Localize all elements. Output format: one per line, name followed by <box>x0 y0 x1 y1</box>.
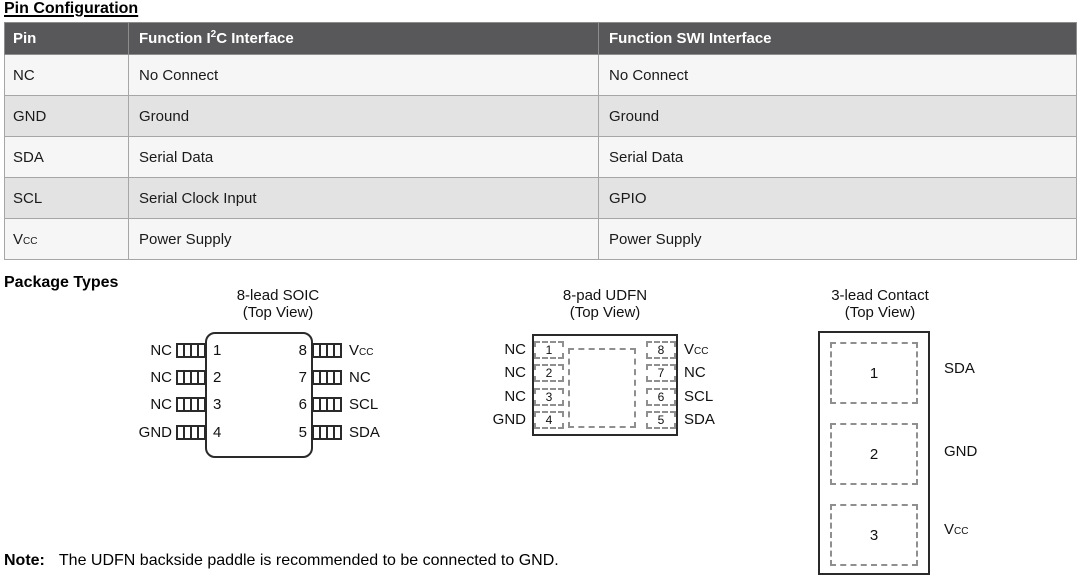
col-header-pin: Pin <box>4 22 129 55</box>
soic-pin-lead-icon <box>176 397 206 412</box>
contact-pin-label: SDA <box>944 360 975 377</box>
cell-swi-function: Serial Data <box>598 136 1077 178</box>
cell-swi-function: Power Supply <box>598 218 1077 260</box>
udfn-pad: 6 <box>646 388 676 406</box>
udfn-pad: 8 <box>646 341 676 359</box>
udfn-package-diagram: 8-pad UDFN (Top View) NC NC NC GND 1 2 3… <box>480 287 730 457</box>
soic-package-body <box>205 332 313 458</box>
cell-pin: GND <box>4 95 129 137</box>
note-label: Note: <box>4 552 45 569</box>
footnote: Note: The UDFN backside paddle is recomme… <box>4 552 559 570</box>
udfn-pin-label: SCL <box>684 388 714 405</box>
col-header-i2c-interface: Function I2C Interface <box>128 22 599 55</box>
cell-swi-function: No Connect <box>598 54 1077 96</box>
soic-pin-label: SCL <box>349 396 379 413</box>
cell-swi-function: Ground <box>598 95 1077 137</box>
soic-pin-lead-icon <box>176 370 206 385</box>
i2c-header-text: Function I <box>139 30 211 47</box>
udfn-pad: 3 <box>534 388 564 406</box>
soic-pin-label: NC <box>150 396 172 413</box>
i2c-header-text-suffix: C Interface <box>216 30 294 47</box>
soic-pin-lead-icon <box>312 343 342 358</box>
udfn-pad: 7 <box>646 364 676 382</box>
cell-i2c-function: Power Supply <box>128 218 599 260</box>
i2c-superscript: 2 <box>210 29 217 40</box>
udfn-pad: 1 <box>534 341 564 359</box>
cell-pin: VCC <box>4 218 129 260</box>
soic-pin-lead-icon <box>176 425 206 440</box>
soic-pin-number: 7 <box>298 369 307 386</box>
cell-i2c-function: Serial Clock Input <box>128 177 599 219</box>
soic-pin-number: 8 <box>298 342 307 359</box>
pin-configuration-table: Pin Function I2C Interface Function SWI … <box>4 22 1077 260</box>
table-header-row: Pin Function I2C Interface Function SWI … <box>4 22 1077 55</box>
udfn-pad: 4 <box>534 411 564 429</box>
contact-package-diagram: 3-lead Contact (Top View) 1 2 3 SDA GND … <box>758 287 1002 584</box>
note-text: The UDFN backside paddle is recommended … <box>58 552 559 569</box>
soic-pin-label: SDA <box>349 424 380 441</box>
contact-pad: 2 <box>830 423 918 485</box>
contact-pin-label: GND <box>944 443 978 460</box>
udfn-pin-label: GND <box>492 411 526 428</box>
udfn-pad: 5 <box>646 411 676 429</box>
contact-title: 3-lead Contact <box>831 287 929 304</box>
soic-pin-label: NC <box>349 369 371 386</box>
udfn-subtitle: (Top View) <box>569 304 641 321</box>
udfn-title: 8-pad UDFN <box>562 287 648 304</box>
cell-i2c-function: No Connect <box>128 54 599 96</box>
udfn-backside-paddle <box>568 348 636 428</box>
soic-pin-label: NC <box>150 369 172 386</box>
soic-title: 8-lead SOIC <box>236 287 320 304</box>
soic-pin-number: 5 <box>298 424 307 441</box>
soic-pin-lead-icon <box>312 370 342 385</box>
udfn-pin-label: NC <box>684 364 706 381</box>
table-row: SCL Serial Clock Input GPIO <box>4 177 1077 219</box>
contact-pin-label: VCC <box>944 521 969 538</box>
contact-pad: 1 <box>830 342 918 404</box>
table-row: GND Ground Ground <box>4 95 1077 137</box>
soic-pin-lead-icon <box>312 425 342 440</box>
soic-pin-lead-icon <box>176 343 206 358</box>
contact-subtitle: (Top View) <box>844 304 916 321</box>
udfn-pin-label: NC <box>504 364 526 381</box>
contact-pad: 3 <box>830 504 918 566</box>
pin-configuration-heading: Pin Configuration <box>4 0 139 17</box>
udfn-pin-label: NC <box>504 341 526 358</box>
soic-pin-number: 4 <box>213 424 222 441</box>
udfn-pin-label: VCC <box>684 341 709 358</box>
table-row: VCC Power Supply Power Supply <box>4 218 1077 260</box>
table-row: NC No Connect No Connect <box>4 54 1077 96</box>
soic-pin-number: 6 <box>298 396 307 413</box>
soic-pin-label: GND <box>138 424 172 441</box>
soic-pin-label: NC <box>150 342 172 359</box>
cell-pin: NC <box>4 54 129 96</box>
soic-pin-number: 3 <box>213 396 222 413</box>
soic-package-diagram: 8-lead SOIC (Top View) NC NC NC GND 1 2 … <box>128 287 428 487</box>
cell-i2c-function: Serial Data <box>128 136 599 178</box>
cell-i2c-function: Ground <box>128 95 599 137</box>
soic-pin-label: VCC <box>349 342 374 359</box>
cell-swi-function: GPIO <box>598 177 1077 219</box>
table-row: SDA Serial Data Serial Data <box>4 136 1077 178</box>
udfn-pad: 2 <box>534 364 564 382</box>
contact-package-body: 1 2 3 <box>818 331 930 575</box>
soic-pin-lead-icon <box>312 397 342 412</box>
cell-pin: SCL <box>4 177 129 219</box>
col-header-swi-interface: Function SWI Interface <box>598 22 1077 55</box>
udfn-pin-label: NC <box>504 388 526 405</box>
udfn-pin-label: SDA <box>684 411 715 428</box>
cell-pin: SDA <box>4 136 129 178</box>
soic-subtitle: (Top View) <box>242 304 314 321</box>
soic-pin-number: 2 <box>213 369 222 386</box>
soic-pin-number: 1 <box>213 342 222 359</box>
package-types-heading: Package Types <box>4 274 119 291</box>
